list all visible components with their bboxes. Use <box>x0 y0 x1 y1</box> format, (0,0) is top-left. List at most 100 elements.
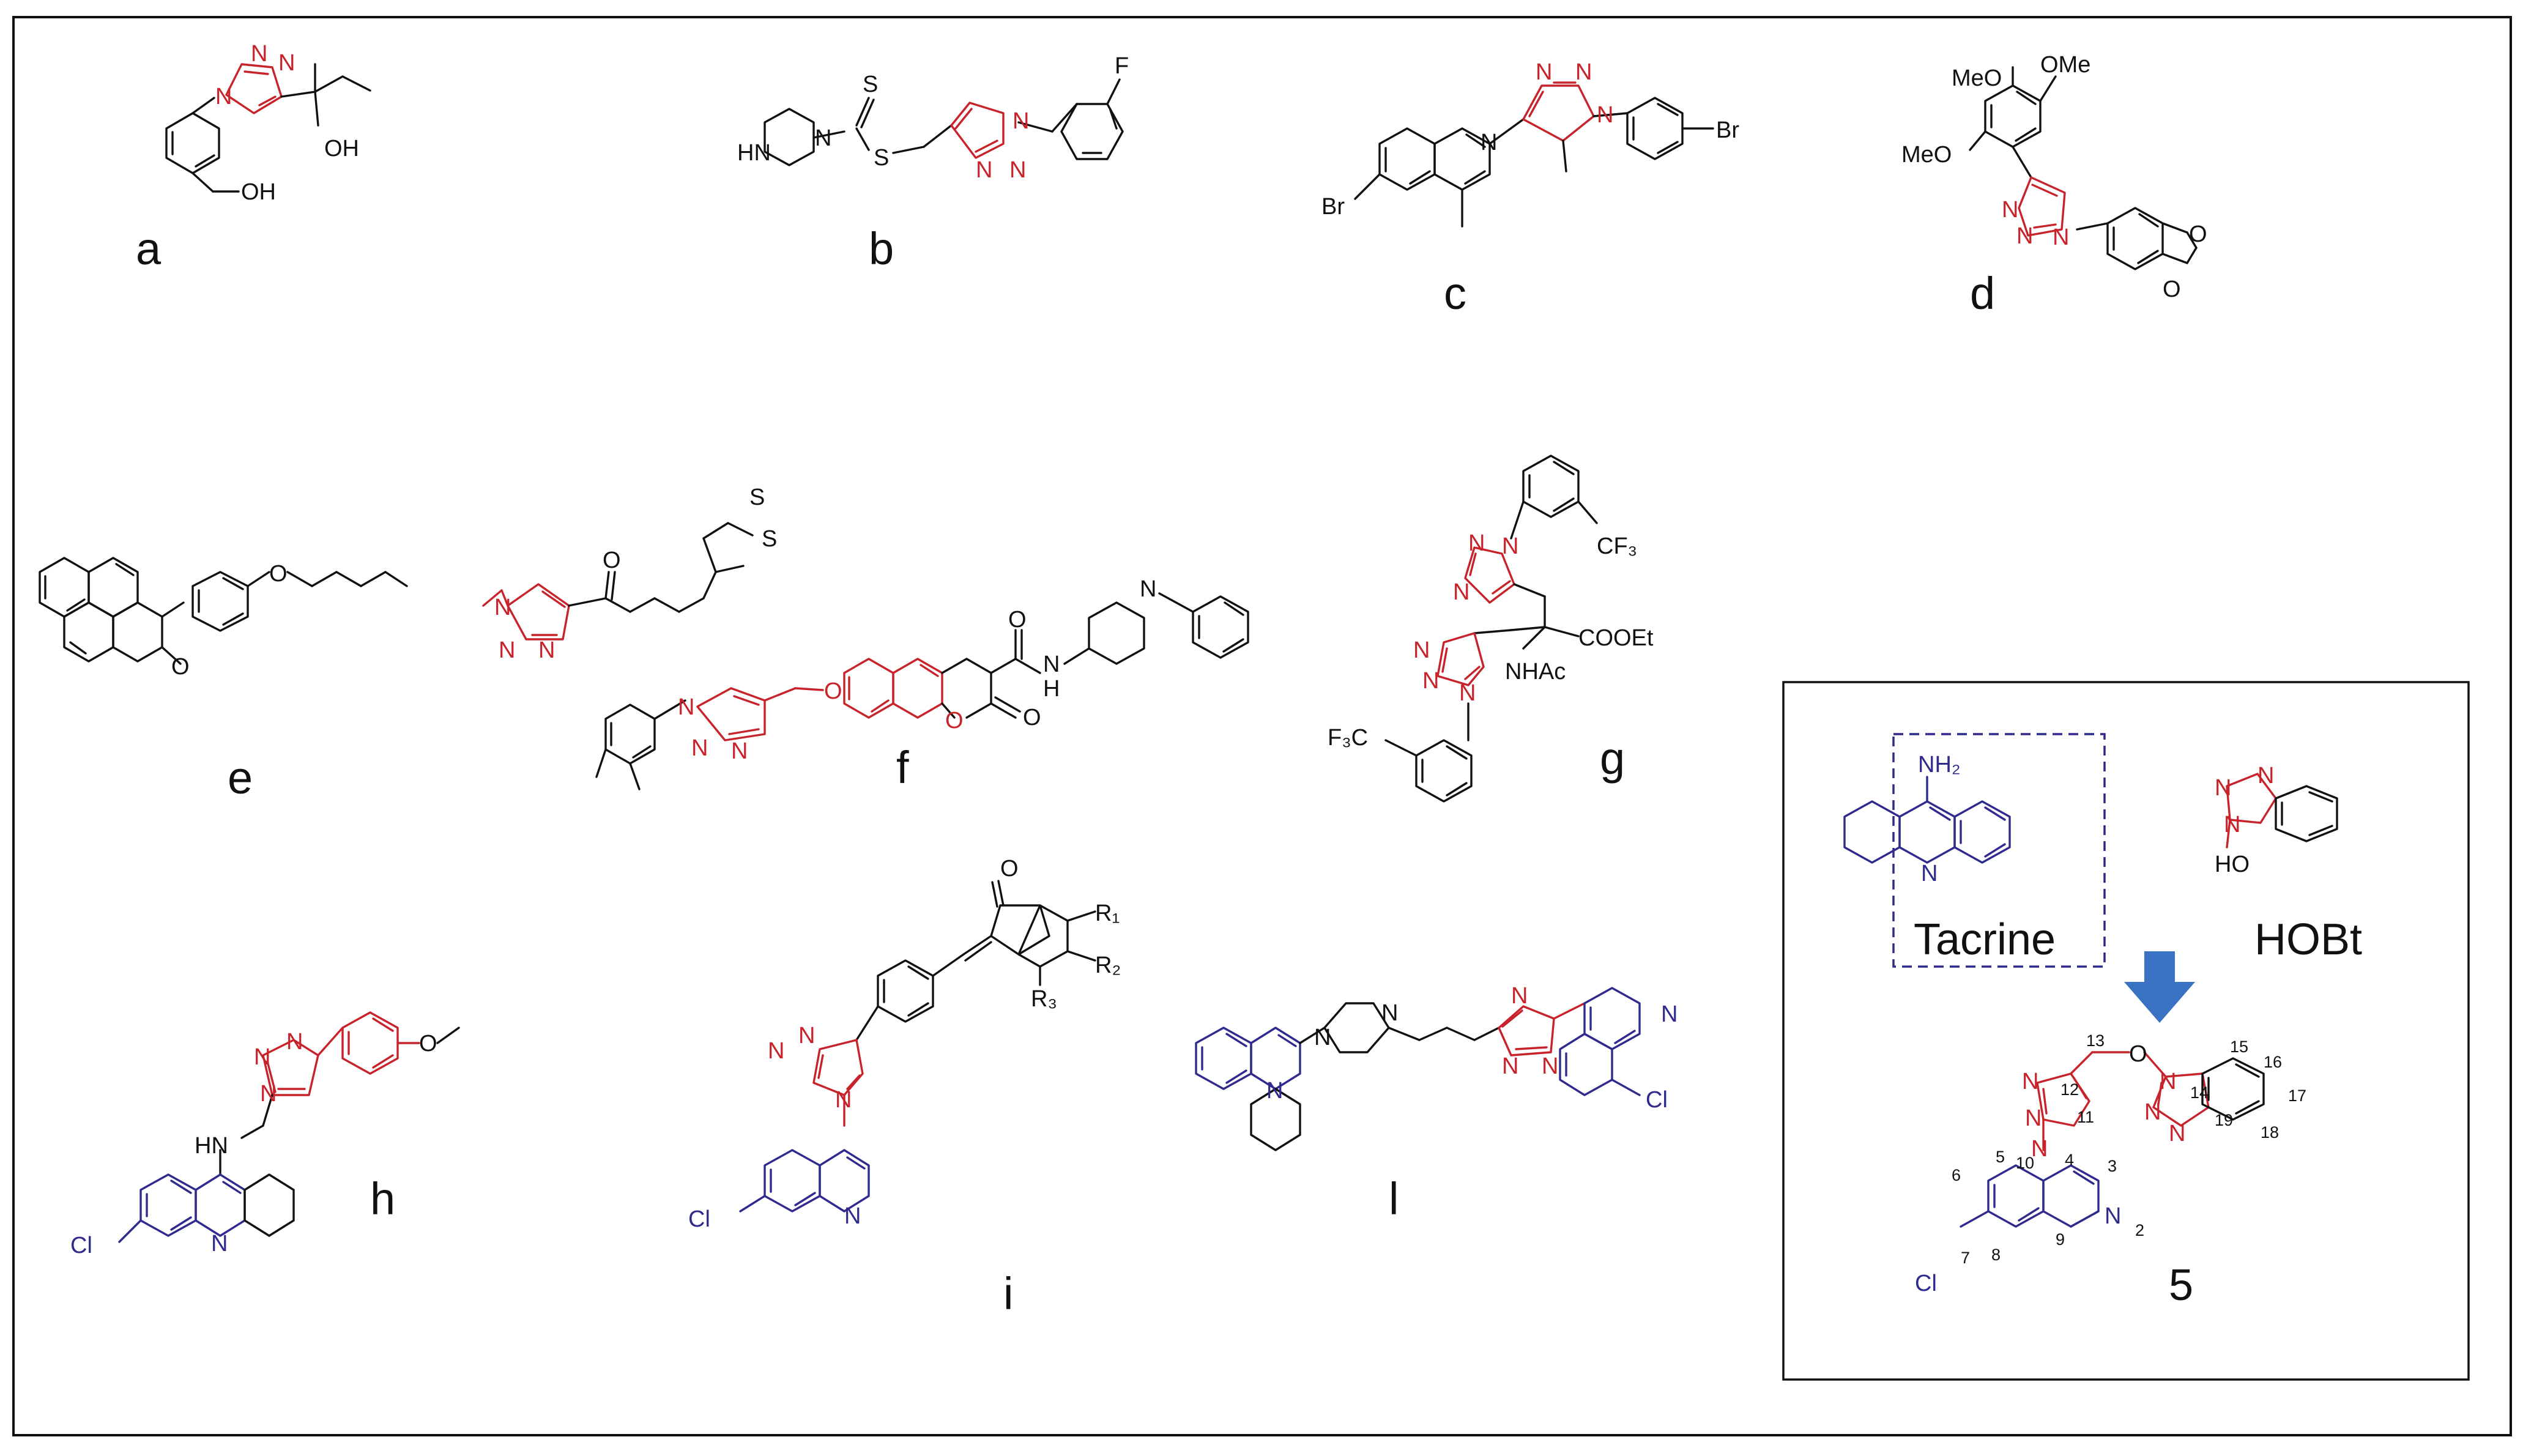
atom-n-19: N <box>691 735 708 761</box>
down-arrow <box>2124 951 2195 1023</box>
atom-n-37: N <box>1314 1025 1331 1050</box>
compound-a: OH OH N N N a <box>136 41 371 274</box>
atom-f: F <box>1115 53 1129 79</box>
atom-n-38: N <box>1381 1000 1398 1026</box>
compound-d: MeO OMe MeO N N N O O d <box>1901 52 2207 319</box>
label-a: a <box>136 223 162 274</box>
atom-n-15: N <box>494 595 511 620</box>
atom-cl-2: Cl <box>688 1206 710 1232</box>
atom-o-10: O <box>419 1031 437 1057</box>
atom-n-47: N <box>2224 812 2240 838</box>
atom-n-52: N <box>2144 1099 2161 1125</box>
atom-n-26: N <box>1413 637 1430 663</box>
atom-n-4: N <box>815 125 831 151</box>
atom-number-2: 2 <box>2135 1221 2144 1239</box>
atom-nh2: NH₂ <box>1918 752 1961 778</box>
atom-cl-4: Cl <box>1915 1271 1937 1296</box>
atom-n-8: N <box>1481 130 1497 155</box>
atom-n-36: N <box>844 1203 861 1229</box>
atom-number-14: 14 <box>2190 1083 2209 1102</box>
atom-n-45: N <box>2257 763 2274 789</box>
label-h: h <box>370 1173 395 1224</box>
atom-o-5: O <box>603 548 621 573</box>
atom-n-16: N <box>499 637 515 663</box>
atom-number-17: 17 <box>2288 1086 2306 1105</box>
atom-o-3: O <box>171 654 190 680</box>
atom-n-44: N <box>1921 861 1938 886</box>
atom-n-30: N <box>286 1029 303 1055</box>
compound-f: N N N O O O O N H N f <box>595 576 1249 793</box>
compound-g: CF₃ N N N COOEt NHAc N N N F₃C g <box>1328 455 1654 803</box>
atom-s: S <box>863 72 878 97</box>
label-compound-5: 5 <box>2169 1261 2193 1310</box>
atom-number-19: 19 <box>2215 1111 2233 1129</box>
atom-r1: R₁ <box>1095 901 1120 926</box>
atom-oh: OH <box>241 179 276 205</box>
atom-n-29: N <box>254 1044 270 1070</box>
atom-n-50: N <box>2031 1136 2048 1162</box>
atom-n: N <box>215 84 232 110</box>
atom-cl: Cl <box>70 1233 92 1258</box>
atom-n-27: N <box>1422 668 1439 694</box>
atom-n-40: N <box>1511 983 1528 1009</box>
atom-hn-2: HN <box>195 1133 228 1159</box>
atom-n-23: N <box>1502 533 1518 559</box>
atom-n-2: N <box>251 41 267 67</box>
atom-r3: R₃ <box>1031 986 1057 1012</box>
atom-n-53: N <box>2169 1121 2185 1146</box>
atom-f3c: F₃C <box>1328 725 1368 751</box>
atom-h: H <box>1043 676 1060 702</box>
atom-n-46: N <box>2215 775 2231 801</box>
atom-br: Br <box>1321 194 1345 220</box>
atom-n-22: N <box>1140 576 1156 602</box>
atom-n-54: N <box>2105 1203 2121 1229</box>
atom-n-25: N <box>1453 579 1470 605</box>
atom-s-2: S <box>874 145 889 171</box>
atom-o-2: O <box>2163 277 2181 302</box>
atom-number-15: 15 <box>2230 1038 2248 1056</box>
atom-n-12: N <box>2053 225 2069 250</box>
atom-o-4: O <box>269 561 288 587</box>
atom-n-18: N <box>678 694 694 720</box>
atom-n-3: N <box>278 50 295 76</box>
atom-hn: HN <box>737 140 771 166</box>
atom-n-41: N <box>1502 1053 1518 1079</box>
compound-b: HN N S S N N N F b <box>737 53 1129 274</box>
outer-frame <box>12 16 2512 1436</box>
atom-n-5: N <box>1013 108 1029 134</box>
atom-n-31: N <box>260 1081 277 1107</box>
atom-n-49: N <box>2025 1105 2042 1131</box>
atom-n-35: N <box>835 1087 852 1113</box>
atom-n-34: N <box>798 1023 815 1049</box>
atom-cooet: COOEt <box>1578 625 1654 651</box>
compound-c: Br N N N N Br c <box>1321 59 1739 319</box>
atom-n-39: N <box>1266 1078 1283 1104</box>
atom-number-5: 5 <box>1996 1148 2005 1166</box>
atom-n-43: N <box>1661 1001 1678 1027</box>
atom-n-33: N <box>768 1038 784 1064</box>
atom-o-8: O <box>1023 705 1041 730</box>
label-b: b <box>869 223 894 274</box>
atom-cl-3: Cl <box>1646 1087 1668 1113</box>
atom-number-18: 18 <box>2261 1123 2279 1142</box>
atom-meo: MeO <box>1952 65 2002 91</box>
atom-n-42: N <box>1542 1053 1558 1079</box>
atom-number-7: 7 <box>1961 1249 1970 1267</box>
atom-n-32: N <box>211 1231 228 1257</box>
label-g: g <box>1600 733 1625 784</box>
label-f: f <box>896 742 909 793</box>
atom-n-14: N <box>2002 197 2018 223</box>
compound-e: O O O S S N N N e <box>39 485 777 803</box>
atom-n-20: N <box>731 738 748 764</box>
atom-o-12: O <box>2129 1041 2147 1067</box>
atom-r2: R₂ <box>1095 953 1121 978</box>
atom-meo-2: MeO <box>1901 142 1952 168</box>
label-i: i <box>1003 1268 1013 1319</box>
inset-frame <box>1782 681 2470 1381</box>
atom-n-28: N <box>1459 680 1476 706</box>
atom-o-7: O <box>945 708 964 734</box>
atom-number-8: 8 <box>1991 1246 2001 1264</box>
atom-ho: HO <box>2215 852 2250 877</box>
